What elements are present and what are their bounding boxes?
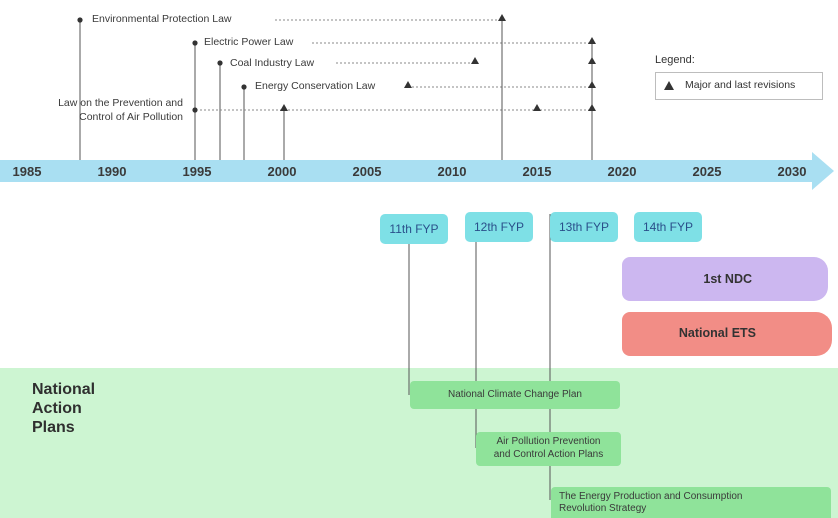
law-air-pollution-line-1: Law on the Prevention and [58, 97, 183, 109]
revision-marker [280, 104, 288, 111]
plan-air-pollution-prevention: Air Pollution Prevention and Control Act… [476, 432, 621, 466]
plan-air-line-2: and Control Action Plans [493, 449, 604, 460]
year-2030: 2030 [777, 164, 807, 179]
legend-box [655, 72, 823, 100]
year-2010: 2010 [437, 164, 467, 179]
revision-marker [404, 81, 412, 88]
national-action-plans-label: National Action Plans [32, 380, 95, 437]
revision-marker [471, 57, 479, 64]
plan-energy-line-2: Revolution Strategy [559, 503, 647, 514]
fyp-14th: 14th FYP [634, 212, 702, 242]
law-air-pollution-line-2: Control of Air Pollution [79, 111, 183, 123]
plan-energy-revolution: The Energy Production and Consumption Re… [551, 487, 831, 518]
revision-marker [588, 57, 596, 64]
revision-marker [498, 14, 506, 21]
nap-label-line-3: Plans [32, 419, 75, 436]
year-2005: 2005 [352, 164, 382, 179]
legend-triangle-icon [664, 81, 674, 90]
legend-item-label: Major and last revisions [685, 79, 796, 91]
year-2015: 2015 [522, 164, 552, 179]
year-2020: 2020 [607, 164, 637, 179]
nap-label-line-1: National [32, 381, 96, 398]
fyp-11th: 11th FYP [380, 214, 448, 244]
plan-national-climate-change: National Climate Change Plan [410, 381, 620, 409]
law-energy-conservation: Energy Conservation Law [255, 80, 376, 92]
legend-title: Legend: [655, 54, 695, 66]
revision-marker [588, 104, 596, 111]
plan-energy-line-1: The Energy Production and Consumption [559, 491, 743, 502]
law-connectors [77, 17, 593, 160]
law-electric-power: Electric Power Law [204, 36, 294, 48]
national-ets-label: National ETS [678, 326, 756, 340]
first-ndc-band [622, 257, 828, 301]
timeline-axis [0, 152, 834, 190]
revision-marker [588, 37, 596, 44]
law-coal-industry: Coal Industry Law [230, 57, 315, 69]
year-2000: 2000 [267, 164, 297, 179]
national-ets-band [622, 312, 832, 356]
plan-air-line-1: Air Pollution Prevention [496, 436, 601, 447]
nap-label-line-2: Action [32, 400, 82, 417]
revision-markers [280, 14, 596, 111]
law-environmental-protection: Environmental Protection Law [92, 13, 232, 25]
revision-marker [533, 104, 541, 111]
first-ndc-label: 1st NDC [703, 272, 752, 286]
year-2025: 2025 [692, 164, 722, 179]
fyp-12th: 12th FYP [465, 212, 533, 242]
year-1995: 1995 [182, 164, 212, 179]
fyp-13th: 13th FYP [550, 212, 618, 242]
year-1985: 1985 [12, 164, 42, 179]
revision-marker [588, 81, 596, 88]
year-1990: 1990 [97, 164, 127, 179]
